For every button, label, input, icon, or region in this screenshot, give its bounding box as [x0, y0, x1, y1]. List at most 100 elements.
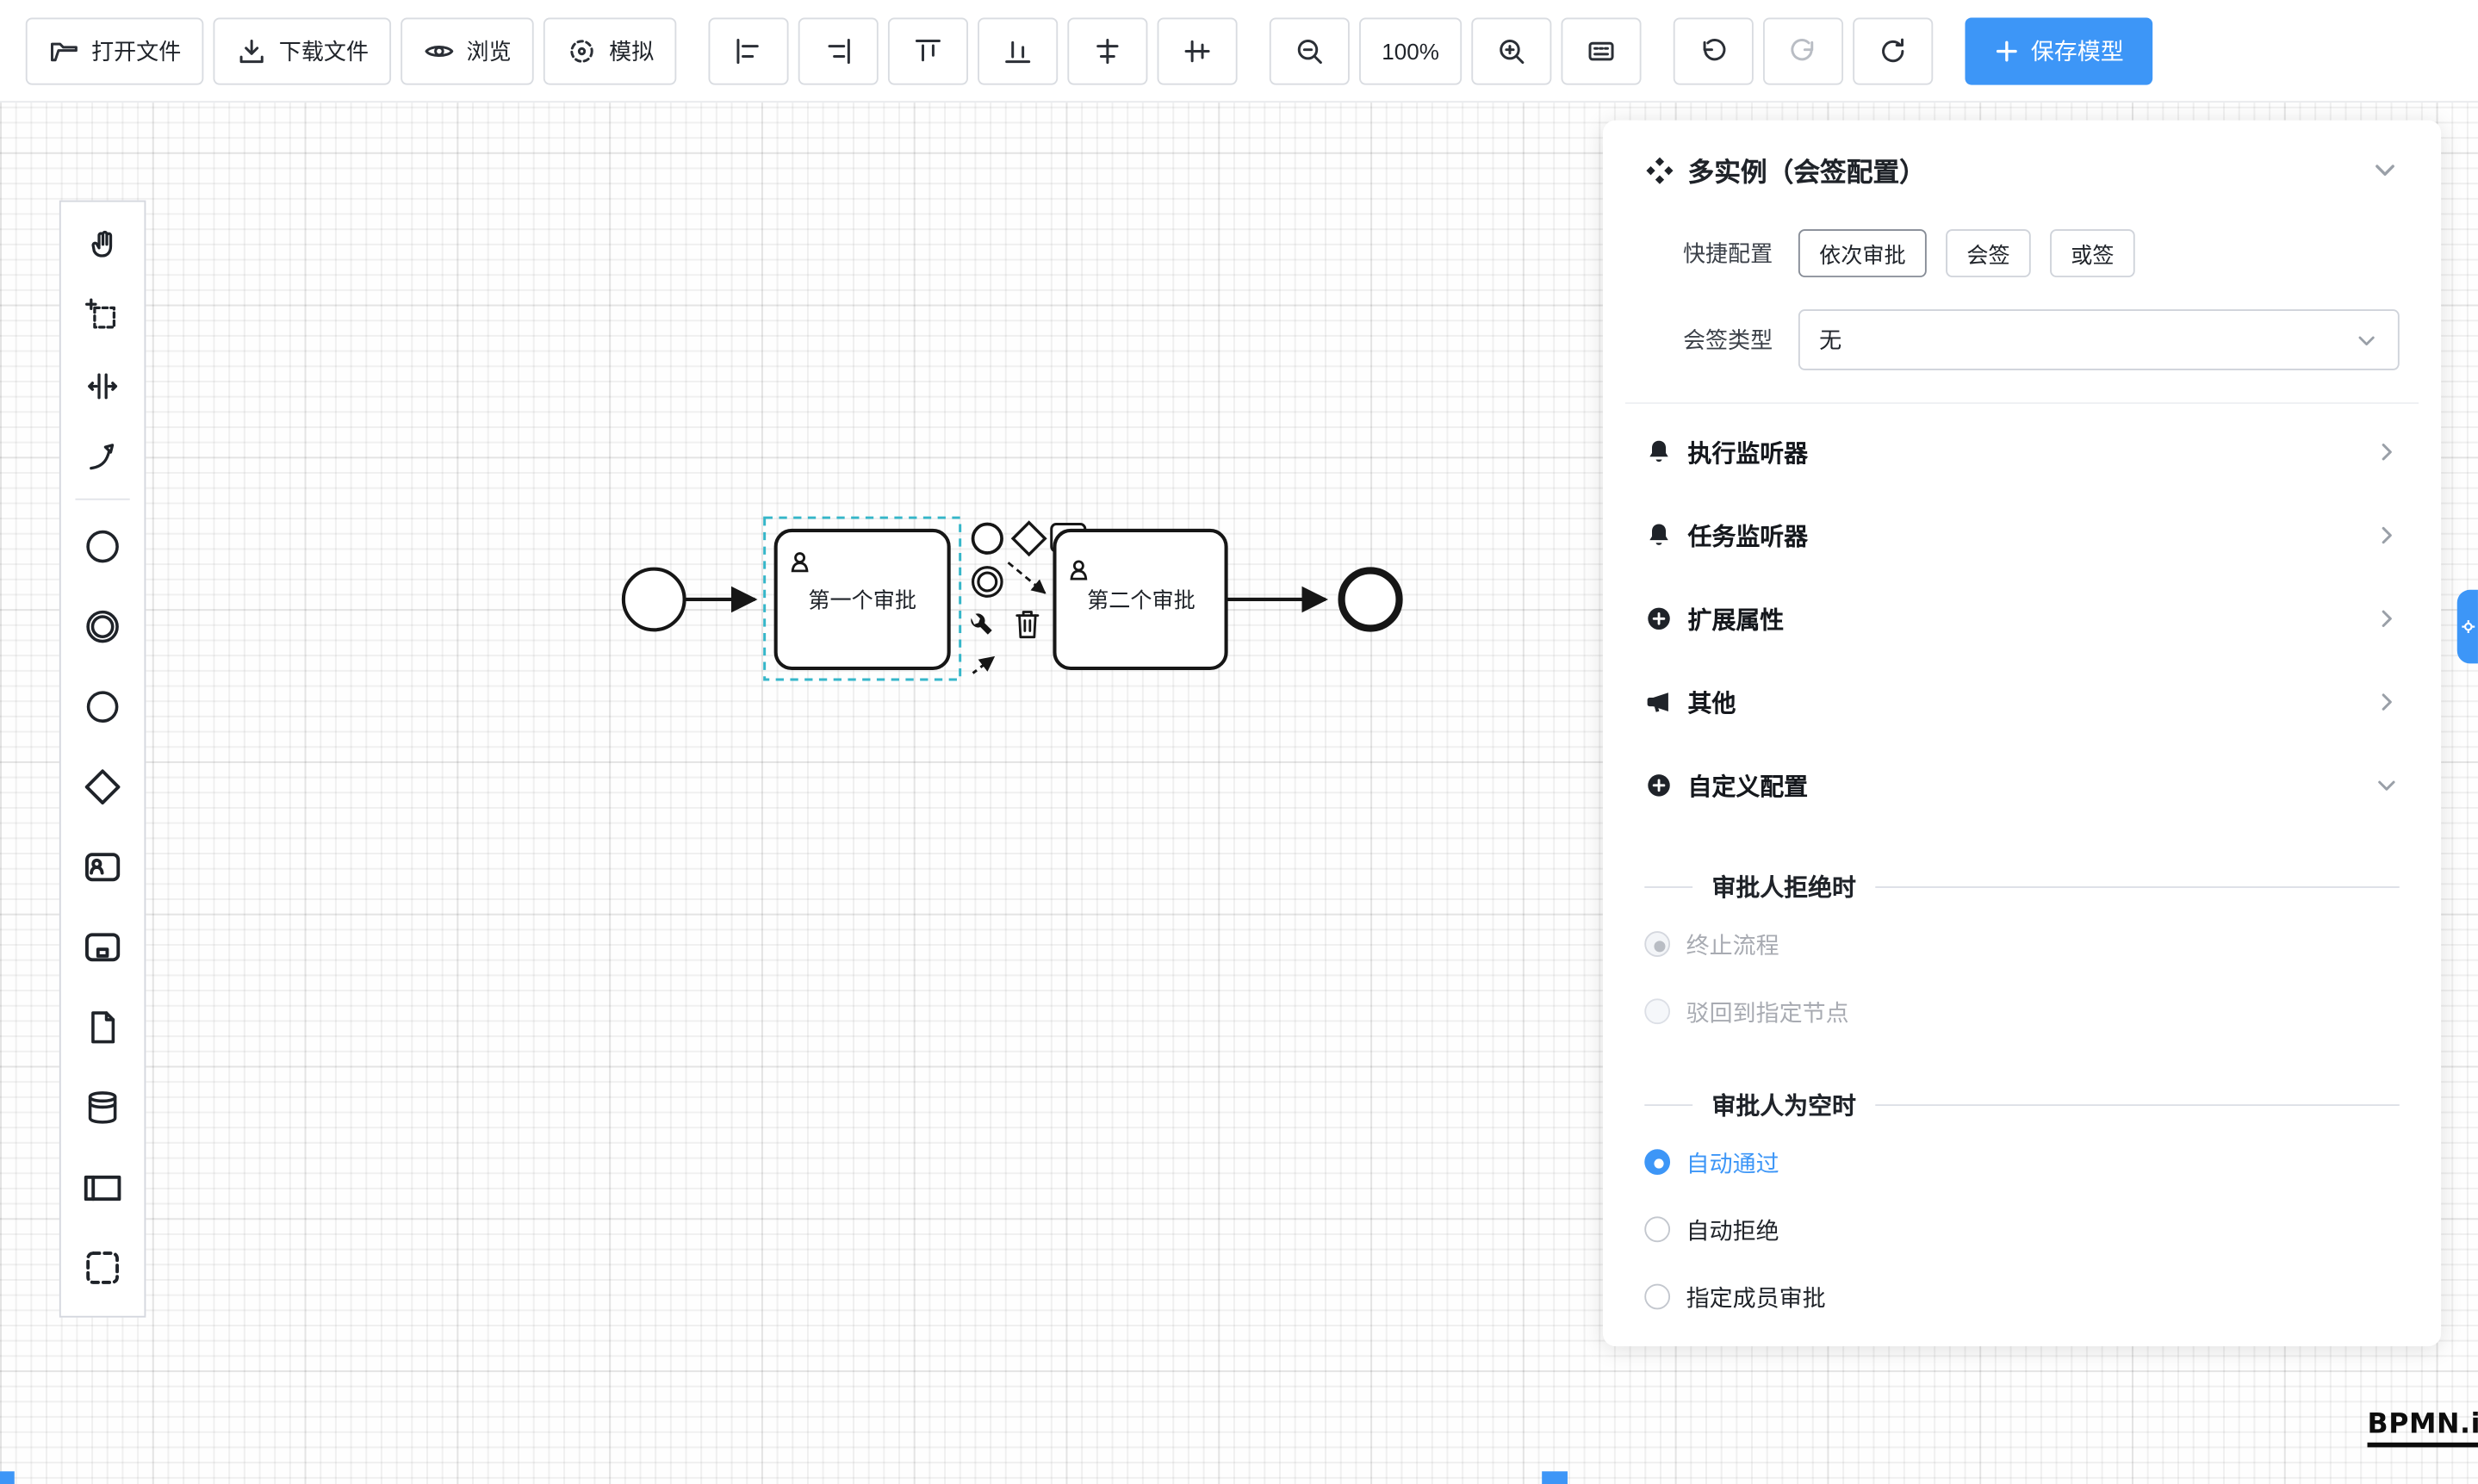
palette-gateway[interactable] [65, 747, 140, 827]
row-label: 执行监听器 [1687, 439, 1809, 468]
panel-divider [1624, 402, 2419, 404]
properties-panel: 多实例（会签配置） 快捷配置 依次审批 会签 或签 会签类型 无 [1602, 120, 2442, 1347]
align-top-button[interactable] [887, 16, 968, 84]
align-center-vertical-button[interactable] [1157, 16, 1238, 84]
row-extended-properties[interactable]: 扩展属性 [1644, 577, 2399, 661]
scroll-corner [0, 1471, 15, 1484]
panel-header[interactable]: 多实例（会签配置） [1644, 133, 2399, 207]
radio-auto-pass[interactable]: 自动通过 [1644, 1128, 2399, 1195]
zoom-in-icon [1500, 39, 1525, 64]
palette-subprocess[interactable] [65, 907, 140, 987]
radio-return-to-node[interactable]: 驳回到指定节点 [1644, 978, 2399, 1045]
align-left-icon [736, 38, 759, 64]
redo-button[interactable] [1762, 16, 1844, 84]
undo-icon [1703, 38, 1726, 60]
align-right-button[interactable] [798, 16, 879, 84]
pad-wrench-icon[interactable] [971, 613, 992, 635]
plus-circle-icon [1648, 607, 1670, 630]
align-bottom-icon [1005, 40, 1031, 63]
radio-terminate-process[interactable]: 终止流程 [1644, 910, 2399, 978]
palette-group[interactable] [65, 1227, 140, 1307]
palette-participant[interactable] [65, 1147, 140, 1227]
reset-button[interactable] [1853, 16, 1934, 84]
sign-type-row: 会签类型 无 [1644, 309, 2400, 370]
chevron-down-icon [2378, 780, 2395, 791]
simulate-icon [570, 39, 593, 62]
row-custom-config[interactable]: 自定义配置 [1644, 743, 2399, 827]
row-label: 任务监听器 [1687, 523, 1809, 551]
radio-circle [1644, 998, 1671, 1025]
lasso-tool[interactable] [65, 281, 140, 351]
align-bottom-button[interactable] [978, 16, 1059, 84]
hand-icon [91, 230, 113, 258]
open-file-button[interactable]: 打开文件 [25, 16, 204, 84]
row-label: 自定义配置 [1687, 773, 1809, 801]
h-scrollbar-thumb[interactable] [1542, 1471, 1568, 1484]
file-icon [91, 1011, 115, 1044]
row-task-listener[interactable]: 任务监听器 [1644, 494, 2399, 577]
palette [59, 200, 146, 1318]
palette-data-store[interactable] [65, 1067, 140, 1147]
user-task-icon [85, 853, 121, 882]
palette-intermediate-event[interactable] [65, 587, 140, 667]
radio-label: 指定成员审批 [1686, 1286, 1826, 1313]
pad-append-gateway-icon[interactable] [1010, 520, 1047, 557]
save-model-button[interactable]: 保存模型 [1965, 16, 2153, 84]
radio-circle [1644, 1216, 1671, 1243]
lasso-icon [85, 298, 116, 329]
database-icon [88, 1091, 117, 1124]
hand-tool[interactable] [65, 210, 140, 281]
palette-end-event[interactable] [65, 667, 140, 747]
multi-instance-icon [1646, 156, 1674, 183]
align-center-horizontal-button[interactable] [1067, 16, 1148, 84]
selection-outline [763, 516, 962, 681]
task-second-approval[interactable]: 第二个审批 [1053, 528, 1228, 671]
pad-append-end-event-icon[interactable] [971, 522, 1003, 555]
global-connect-tool[interactable] [65, 421, 140, 492]
row-execution-listener[interactable]: 执行监听器 [1644, 410, 2399, 494]
task1-label: 第一个审批 [808, 588, 916, 612]
chevron-down-icon[interactable] [2370, 156, 2399, 184]
radio-auto-reject[interactable]: 自动拒绝 [1644, 1195, 2399, 1263]
end-event-shape[interactable] [1338, 567, 1403, 632]
pad-append-intermediate-event-icon[interactable] [971, 566, 1003, 598]
radio-label: 自动通过 [1686, 1152, 1779, 1177]
quick-option-orsign[interactable]: 或签 [2050, 229, 2135, 277]
align-right-icon [828, 38, 850, 64]
space-tool[interactable] [65, 351, 140, 422]
zoom-out-button[interactable] [1269, 16, 1350, 84]
download-icon [239, 39, 264, 63]
sign-type-select[interactable]: 无 [1798, 309, 2400, 370]
radio-designated-member[interactable]: 指定成员审批 [1644, 1263, 2399, 1330]
pad-connect-icon[interactable] [972, 655, 996, 674]
preview-button[interactable]: 浏览 [401, 16, 534, 84]
download-file-button[interactable]: 下载文件 [213, 16, 392, 84]
pad-trash-icon[interactable] [1015, 611, 1040, 639]
zoom-in-button[interactable] [1471, 16, 1552, 84]
row-label: 其他 [1687, 690, 1736, 717]
task2-label: 第二个审批 [1087, 588, 1196, 612]
quick-option-countersign[interactable]: 会签 [1946, 229, 2031, 277]
settings-tab[interactable] [2456, 589, 2478, 664]
palette-user-task[interactable] [65, 827, 140, 907]
start-event-shape[interactable] [621, 567, 686, 632]
start-event-icon [86, 530, 119, 563]
task-first-approval[interactable]: 第一个审批 [773, 528, 951, 671]
row-other[interactable]: 其他 [1644, 661, 2399, 744]
empty-section-header: 审批人为空时 [1644, 1080, 2400, 1128]
palette-start-event[interactable] [65, 506, 140, 587]
gateway-icon [84, 769, 121, 805]
radio-circle [1644, 931, 1671, 957]
simulate-button[interactable]: 模拟 [543, 16, 677, 84]
megaphone-icon [1647, 692, 1668, 712]
zoom-fit-button[interactable] [1561, 16, 1642, 84]
quick-option-sequential[interactable]: 依次审批 [1798, 229, 1927, 277]
row-label: 扩展属性 [1687, 606, 1785, 634]
bpmn-io-logo[interactable]: BPMN.iO [2367, 1409, 2478, 1448]
undo-button[interactable] [1673, 16, 1754, 84]
palette-file[interactable] [65, 987, 140, 1067]
align-left-button[interactable] [708, 16, 789, 84]
participant-icon [84, 1175, 121, 1201]
connect-arrow-icon [90, 444, 115, 470]
